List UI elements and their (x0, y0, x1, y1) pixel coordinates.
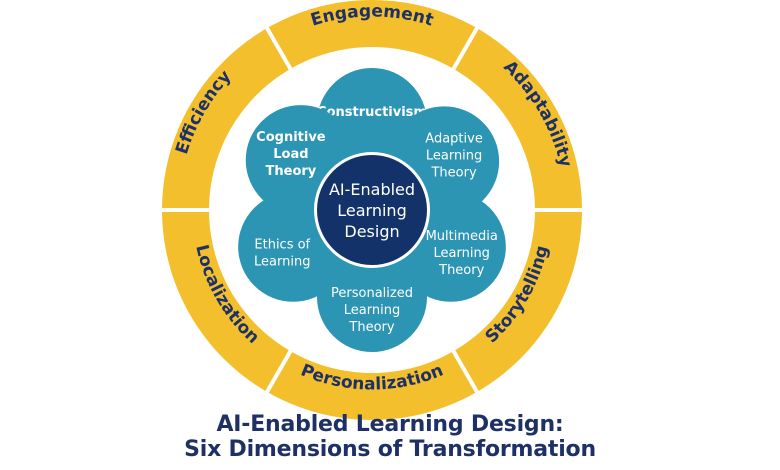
ring-divider (451, 26, 480, 71)
caption-line-2: Six Dimensions of Transformation (184, 437, 596, 462)
theory-label: Constructivism (317, 105, 427, 120)
ring-divider (451, 349, 480, 394)
caption-line-1: AI-Enabled Learning Design: (216, 412, 564, 437)
ring-divider (264, 349, 293, 394)
ring-divider (264, 26, 293, 71)
